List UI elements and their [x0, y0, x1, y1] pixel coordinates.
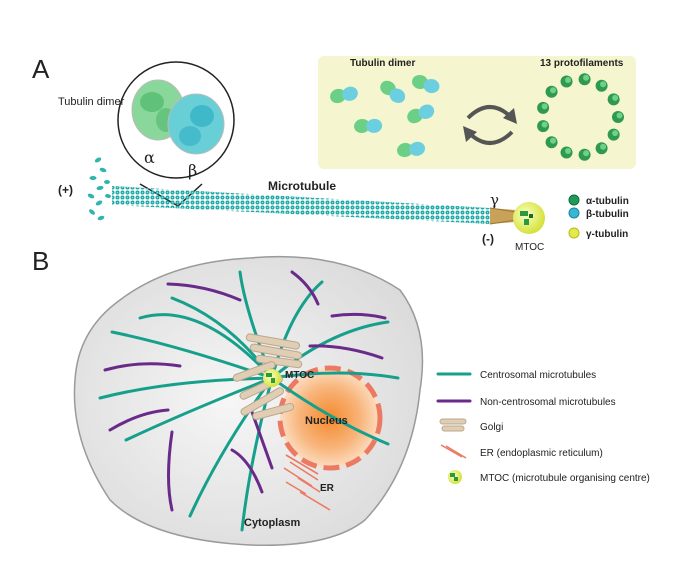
protofilament	[537, 120, 550, 133]
alpha-tubulin-icon	[568, 194, 580, 206]
protofilament	[607, 128, 620, 141]
scattered-dimers	[330, 74, 440, 158]
protofilament-inset	[318, 56, 636, 169]
cytoplasm-label: Cytoplasm	[244, 517, 300, 529]
alpha-label: α	[144, 148, 155, 167]
tubulin-dimer-callout: α β	[117, 61, 235, 207]
tubulin-legend: α-tubulin β-tubulin γ-tubulin	[568, 194, 629, 240]
legend-beta-tubulin: β-tubulin	[586, 209, 629, 220]
protofilament	[578, 73, 591, 86]
protofilament	[612, 111, 624, 123]
protofilament	[578, 148, 591, 161]
inset-left-title: Tubulin dimer	[350, 58, 415, 69]
mtoc-anchor	[489, 202, 545, 234]
plus-end-label: (+)	[58, 183, 73, 197]
beta-tubulin-icon	[568, 207, 580, 219]
microtubule	[112, 186, 490, 224]
minus-end-label: (-)	[482, 232, 494, 246]
mtoc-cell	[263, 369, 281, 387]
microtubule-label: Microtubule	[268, 179, 336, 193]
gamma-label: γ	[490, 191, 499, 209]
protofilament	[595, 79, 608, 92]
legend-non-centrosomal: Non-centrosomal microtubules	[480, 397, 616, 408]
er-icon	[440, 444, 467, 459]
protofilament	[595, 142, 608, 155]
protofilament-ring	[537, 73, 624, 161]
legend-er: ER (endoplasmic reticulum)	[480, 448, 603, 459]
endoplasmic-reticulum	[283, 454, 331, 511]
protofilament	[607, 93, 620, 106]
tubulin-dimer-label: Tubulin dimer	[58, 96, 125, 108]
protofilament	[537, 101, 550, 114]
inset-right-title: 13 protofilaments	[540, 58, 624, 69]
nucleus-label: Nucleus	[305, 415, 348, 427]
free-dimers	[87, 157, 111, 221]
panel-b-letter: B	[32, 246, 49, 276]
cell-body	[73, 255, 424, 547]
cell-legend: Centrosomal microtubules Non-centrosomal…	[436, 370, 650, 484]
nucleus	[277, 365, 383, 471]
mtoc-label-b: MTOC	[285, 370, 314, 381]
protofilament	[545, 85, 558, 98]
beta-label: β	[188, 161, 197, 180]
legend-gamma-tubulin: γ-tubulin	[586, 229, 628, 240]
protofilament	[560, 146, 573, 159]
panel-a-letter: A	[32, 54, 50, 84]
legend-centrosomal: Centrosomal microtubules	[480, 370, 596, 381]
golgi-icon	[439, 418, 467, 432]
gamma-tubulin-icon	[568, 227, 580, 239]
legend-mtoc: MTOC (microtubule organising centre)	[480, 473, 650, 484]
protofilament	[560, 75, 573, 88]
legend-alpha-tubulin: α-tubulin	[586, 196, 629, 207]
protofilament	[545, 136, 558, 149]
er-label: ER	[320, 483, 335, 494]
legend-golgi: Golgi	[480, 422, 503, 433]
mtoc-label-a: MTOC	[515, 242, 544, 253]
mtoc-icon	[448, 470, 462, 484]
